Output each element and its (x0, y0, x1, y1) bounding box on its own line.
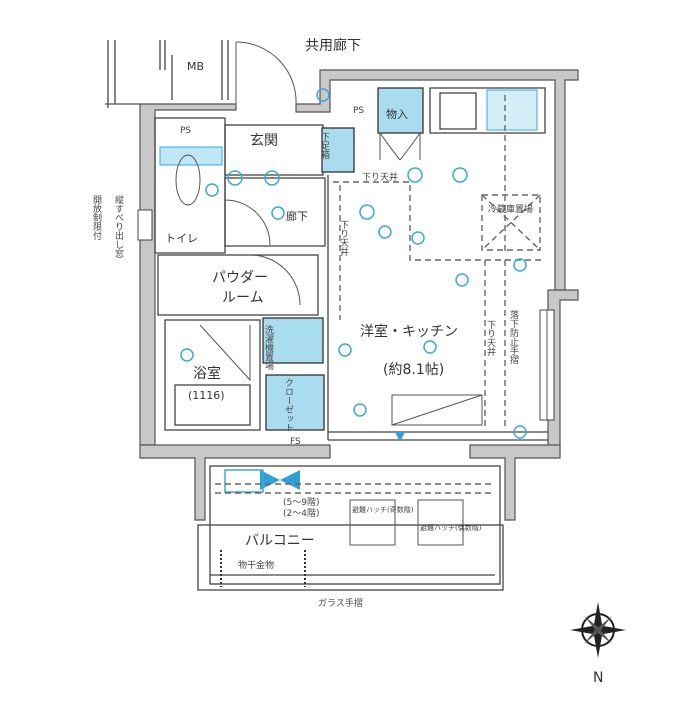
shoe-box (321, 127, 355, 173)
corridor-walls (107, 40, 297, 108)
label-toilet: トイレ (165, 232, 198, 245)
label-laundry: 洗濯機置場 (263, 324, 274, 371)
label-closet: クローゼット (283, 378, 294, 432)
label-fridge: 冷蔵庫置場 (488, 203, 533, 215)
closet-area (265, 374, 325, 431)
label-hatch-even: 避難ハッチ(偶数階) (420, 523, 482, 532)
label-ps-top: PS (353, 106, 364, 116)
label-fall-prevention: 落下防止手摺 (508, 309, 519, 365)
label-powder-room-2: ルーム (222, 290, 264, 306)
outer-walls (105, 69, 579, 521)
lowered-ceiling-lines (333, 95, 545, 430)
label-powder-room-1: パウダー (212, 270, 268, 286)
label-shoe-box: 下足箱 (319, 132, 330, 160)
label-lowered-ceiling-left: 下り天井 (338, 220, 349, 257)
label-ps-bottom: FS (290, 437, 301, 447)
label-common-corridor: 共用廊下 (305, 37, 361, 54)
label-glass-railing: ガラス手摺 (318, 597, 363, 609)
label-window-note-2: 開放制限付 (91, 195, 102, 241)
label-entrance: 玄関 (250, 132, 278, 149)
label-ps-left: PS (180, 126, 191, 136)
equipment-symbols (159, 88, 527, 493)
label-floors-even: (2～4階) (283, 508, 319, 519)
label-hatch-odd: 避難ハッチ(奇数階) (352, 505, 414, 514)
label-main-room: 洋室・キッチン (360, 323, 458, 340)
storage-box (377, 87, 424, 134)
label-compass-n: N (593, 670, 603, 686)
label-balcony: バルコニー (245, 533, 315, 549)
label-mb: MB (187, 60, 204, 73)
label-storage: 物入 (386, 107, 408, 121)
label-drying-hardware: 物干金物 (238, 559, 274, 571)
label-lowered-ceiling-top: 下り天井 (362, 171, 398, 183)
label-hall: 廊下 (286, 209, 308, 223)
interior-walls (154, 87, 548, 441)
label-floors-odd: (5～9階) (283, 497, 319, 508)
balcony (197, 465, 504, 591)
laundry-area (262, 317, 324, 364)
label-bathroom: 浴室 (193, 365, 221, 382)
label-main-room-size: (約8.1帖) (383, 362, 444, 378)
label-window-note-1: 縦すべり出し窓 (113, 194, 124, 258)
label-lowered-ceiling-right: 下り天井 (485, 320, 496, 357)
label-bath-size: (1116) (188, 389, 225, 402)
compass-icon (570, 602, 626, 658)
